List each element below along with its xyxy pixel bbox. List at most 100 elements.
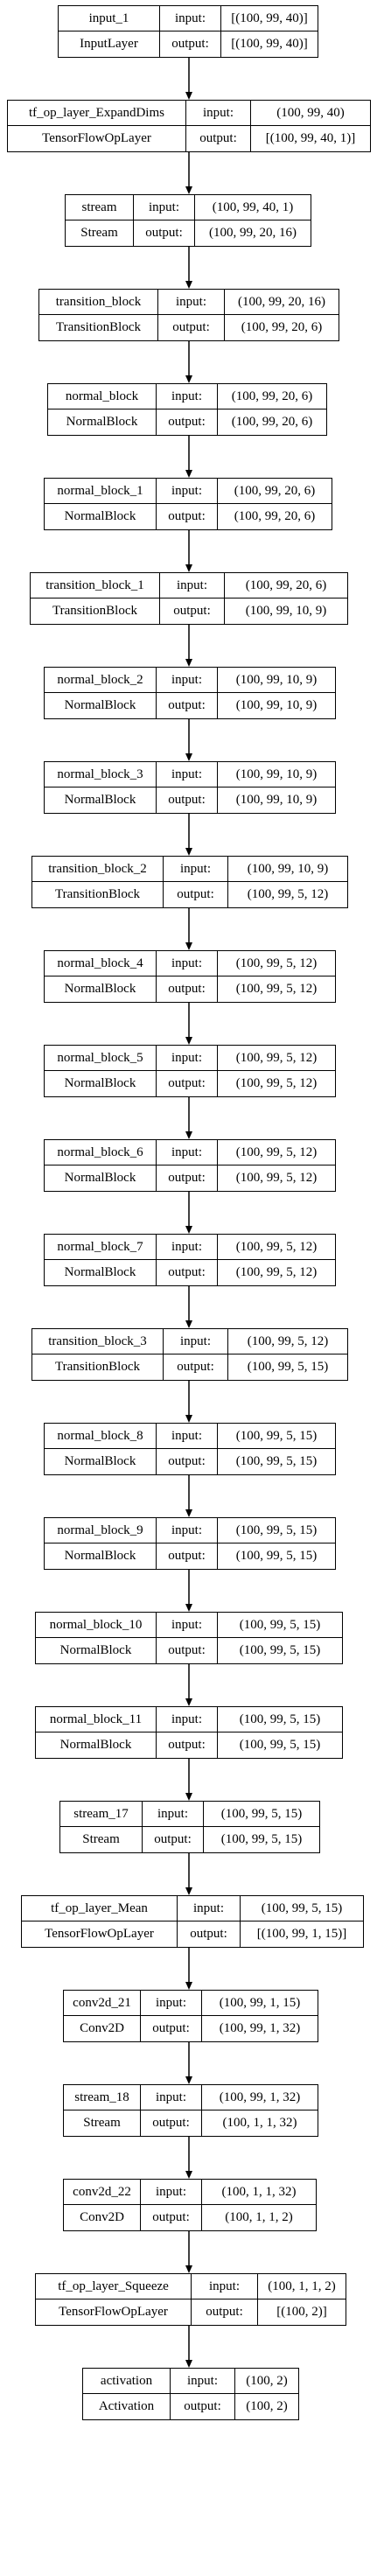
input-label: input: (143, 1802, 204, 1827)
layer-name: normal_block_6 (45, 1140, 157, 1166)
input-label: input: (164, 857, 228, 882)
layer-type: TransitionBlock (32, 1354, 164, 1380)
output-label: output: (192, 2300, 258, 2325)
layer-type: NormalBlock (45, 788, 157, 813)
output-label: output: (160, 598, 225, 624)
layer-type: NormalBlock (45, 1260, 157, 1285)
input-label: input: (157, 479, 218, 504)
input-shape: (100, 99, 5, 12) (218, 951, 335, 976)
layer-name: normal_block_5 (45, 1046, 157, 1071)
layer-name: tf_op_layer_Mean (22, 1896, 178, 1922)
layer-name: transition_block_2 (32, 857, 164, 882)
input-shape: (100, 99, 5, 15) (218, 1424, 335, 1449)
edge-arrowhead (185, 2171, 192, 2179)
layer-type: NormalBlock (45, 504, 157, 529)
edge-arrowhead (185, 1793, 192, 1801)
output-label: output: (164, 882, 228, 907)
output-shape: [(100, 2)] (276, 2305, 327, 2319)
layer-type: NormalBlock (45, 1166, 157, 1191)
edge-arrowhead (185, 753, 192, 761)
output-shape: (100, 99, 5, 15) (239, 1643, 321, 1657)
layer-type: TransitionBlock (32, 882, 164, 907)
input-shape: (100, 99, 5, 15) (204, 1802, 319, 1827)
edge-arrowhead (185, 1604, 192, 1612)
layer-type: NormalBlock (36, 1732, 157, 1758)
layer-type: Conv2D (64, 2205, 141, 2230)
input-label: input: (141, 1991, 202, 2016)
layer-name: normal_block_10 (36, 1613, 157, 1638)
input-shape: (100, 99, 5, 12) (218, 1235, 335, 1260)
output-shape: (100, 99, 5, 15) (247, 1360, 329, 1374)
input-label: input: (192, 2274, 258, 2300)
edge-arrowhead (185, 2265, 192, 2273)
input-shape: (100, 99, 5, 12) (218, 1046, 335, 1071)
output-label: output: (160, 32, 221, 57)
input-label: input: (134, 195, 195, 220)
input-label: input: (164, 1329, 228, 1354)
layer-type: NormalBlock (45, 1449, 157, 1474)
input-label: input: (171, 2369, 235, 2394)
layer-name: normal_block_8 (45, 1424, 157, 1449)
layer-name: stream (66, 195, 134, 220)
output-label: output: (186, 126, 251, 151)
output-label: output: (157, 693, 218, 718)
output-label: output: (171, 2394, 235, 2419)
layer-name: normal_block_1 (45, 479, 157, 504)
input-label: input: (141, 2085, 202, 2110)
output-shape: (100, 99, 10, 9) (245, 604, 327, 618)
input-shape: (100, 99, 5, 12) (228, 1329, 347, 1354)
output-label: output: (157, 788, 218, 813)
output-shape: [(100, 99, 40)] (231, 37, 308, 51)
input-label: input: (157, 1140, 218, 1166)
input-shape: (100, 99, 5, 15) (218, 1613, 342, 1638)
layer-type: TensorFlowOpLayer (36, 2300, 192, 2325)
output-shape: (100, 1, 1, 2) (225, 2210, 293, 2224)
layer-name: input_1 (59, 6, 160, 32)
input-label: input: (141, 2180, 202, 2205)
output-shape: (100, 99, 5, 15) (220, 1832, 303, 1846)
edge-arrowhead (185, 1982, 192, 1990)
output-label: output: (157, 1071, 218, 1096)
output-shape: (100, 99, 20, 6) (234, 509, 316, 523)
output-shape: (100, 99, 20, 16) (209, 226, 297, 240)
layer-type: Stream (60, 1827, 143, 1852)
output-shape: (100, 99, 5, 12) (247, 887, 329, 901)
input-label: input: (157, 762, 218, 788)
input-shape: (100, 1, 1, 2) (258, 2274, 346, 2300)
input-shape: (100, 99, 10, 9) (218, 762, 335, 788)
output-shape: (100, 99, 20, 6) (241, 320, 323, 334)
input-shape: (100, 99, 1, 32) (202, 2085, 318, 2110)
input-label: input: (157, 1424, 218, 1449)
input-shape: (100, 99, 40, 1) (195, 195, 311, 220)
output-label: output: (164, 1354, 228, 1380)
output-shape: (100, 99, 10, 9) (235, 793, 318, 807)
input-shape: (100, 99, 20, 6) (218, 384, 326, 410)
input-label: input: (157, 951, 218, 976)
edge-arrowhead (185, 848, 192, 856)
layer-name: stream_18 (64, 2085, 141, 2110)
edge-arrowhead (185, 2360, 192, 2368)
layer-name: normal_block (48, 384, 157, 410)
input-shape: (100, 2) (235, 2369, 298, 2394)
layer-type: NormalBlock (45, 976, 157, 1002)
input-shape: (100, 99, 20, 6) (218, 479, 332, 504)
edge-arrowhead (185, 564, 192, 572)
output-label: output: (158, 315, 225, 340)
output-shape: (100, 99, 5, 12) (235, 1265, 318, 1279)
input-label: input: (157, 1613, 218, 1638)
input-shape: (100, 99, 5, 12) (218, 1140, 335, 1166)
